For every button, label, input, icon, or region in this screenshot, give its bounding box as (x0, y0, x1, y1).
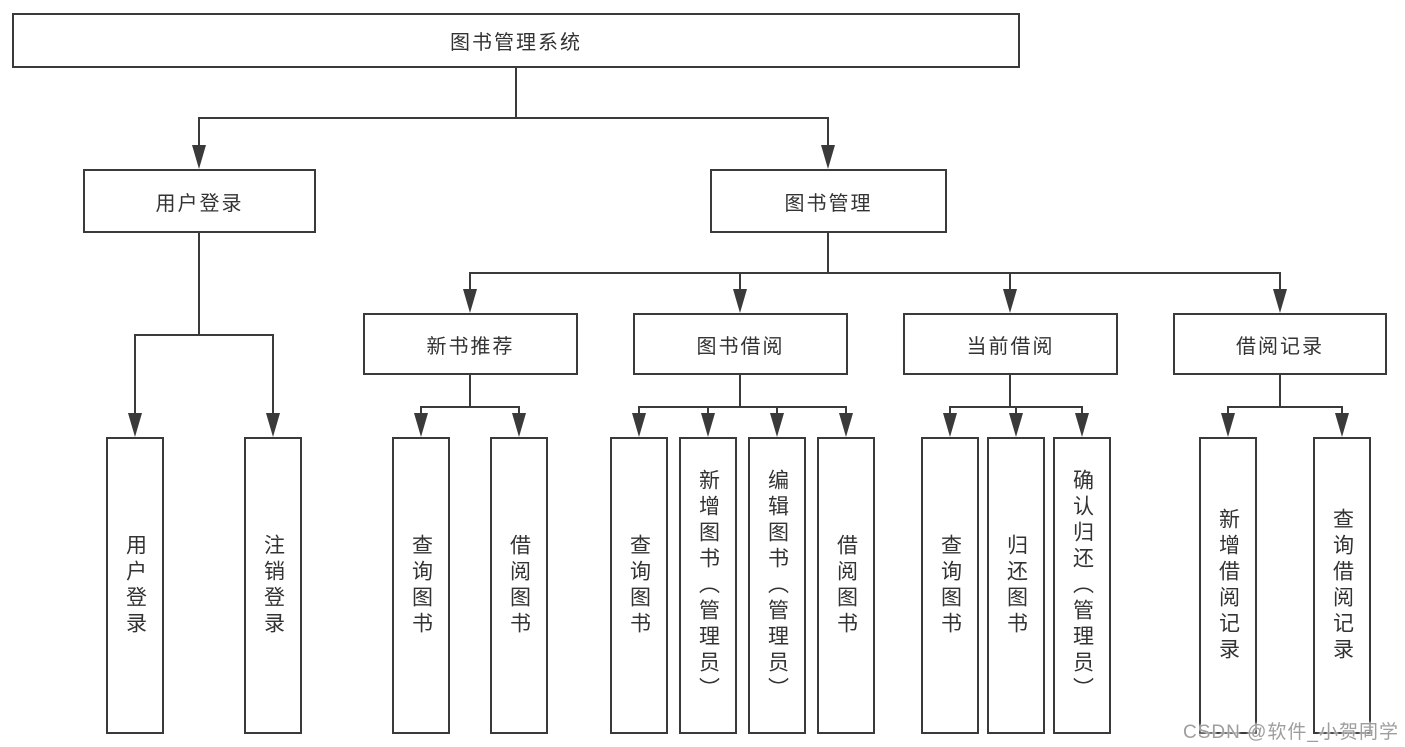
connector-line (638, 406, 847, 408)
connector-line (134, 334, 136, 414)
node-label: 用户登录 (123, 533, 147, 638)
node-user-login: 用户登录 (83, 169, 316, 233)
node-label: 新增借阅记录 (1216, 507, 1240, 664)
connector-line (515, 68, 517, 118)
node-label: 确认归还（管理员） (1070, 468, 1094, 703)
connector-line (1015, 406, 1017, 416)
connector-line (1081, 406, 1083, 416)
connector-line (949, 406, 951, 416)
connector-line (469, 375, 471, 408)
node-label: 归还图书 (1004, 533, 1028, 638)
node-label: 查询借阅记录 (1330, 507, 1354, 664)
node-book-borrowing: 图书借阅 (633, 313, 848, 375)
connector-line (198, 117, 200, 145)
node-leaf-add-books-admin: 新增图书（管理员） (679, 437, 737, 734)
connector-line (469, 272, 1281, 274)
node-label: 查询图书 (938, 533, 962, 638)
connector-line (1009, 272, 1011, 290)
connector-line (827, 233, 829, 274)
arrowhead-icon (463, 289, 477, 313)
node-book-management: 图书管理 (710, 169, 947, 233)
node-label: 编辑图书（管理员） (765, 468, 789, 703)
node-leaf-return-books: 归还图书 (987, 437, 1045, 734)
connector-line (1341, 406, 1343, 416)
node-leaf-borrow-books: 借阅图书 (817, 437, 875, 734)
arrowhead-icon (839, 413, 853, 437)
connector-line (198, 233, 200, 336)
csdn-watermark: CSDN @软件_小贺同学 (1183, 722, 1399, 743)
node-leaf-add-borrow-record: 新增借阅记录 (1199, 437, 1257, 734)
arrowhead-icon (1003, 289, 1017, 313)
node-borrowing-records: 借阅记录 (1173, 313, 1387, 375)
connector-line (272, 334, 274, 414)
connector-line (1279, 375, 1281, 408)
arrowhead-icon (943, 413, 957, 437)
node-label: 新增图书（管理员） (696, 468, 720, 703)
node-label: 查询图书 (627, 533, 651, 638)
node-label: 图书管理 (784, 192, 873, 215)
node-leaf-query-books: 查询图书 (921, 437, 979, 734)
arrowhead-icon (821, 145, 835, 169)
arrowhead-icon (701, 413, 715, 437)
node-new-book-recommend: 新书推荐 (363, 313, 578, 375)
connector-line (134, 334, 274, 336)
arrowhead-icon (632, 413, 646, 437)
connector-line (1227, 406, 1229, 416)
node-leaf-confirm-return-admin: 确认归还（管理员） (1053, 437, 1111, 734)
connector-line (198, 117, 829, 119)
node-label: 借阅图书 (507, 533, 531, 638)
connector-line (1227, 406, 1343, 408)
node-label: 查询图书 (409, 533, 433, 638)
arrowhead-icon (414, 413, 428, 437)
node-leaf-user-login: 用户登录 (106, 437, 164, 734)
node-leaf-query-books: 查询图书 (392, 437, 450, 734)
node-label: 借阅记录 (1236, 335, 1324, 358)
arrowhead-icon (1009, 413, 1023, 437)
node-label: 借阅图书 (834, 533, 858, 638)
node-label: 当前借阅 (966, 335, 1055, 358)
node-leaf-query-books: 查询图书 (610, 437, 668, 734)
node-label: 注销登录 (261, 533, 285, 638)
node-leaf-query-borrow-record: 查询借阅记录 (1313, 437, 1371, 734)
connector-line (420, 406, 422, 416)
arrowhead-icon (192, 145, 206, 169)
node-label: 新书推荐 (426, 335, 515, 358)
node-leaf-edit-books-admin: 编辑图书（管理员） (748, 437, 806, 734)
node-leaf-borrow-books: 借阅图书 (490, 437, 548, 734)
connector-line (1279, 272, 1281, 290)
connector-line (707, 406, 709, 416)
arrowhead-icon (770, 413, 784, 437)
arrowhead-icon (1273, 289, 1287, 313)
connector-line (1009, 375, 1011, 408)
node-label: 图书管理系统 (450, 32, 582, 54)
connector-line (739, 272, 741, 290)
node-label: 图书借阅 (696, 335, 785, 358)
node-label: 用户登录 (155, 192, 244, 215)
arrowhead-icon (128, 413, 142, 437)
arrowhead-icon (1075, 413, 1089, 437)
node-leaf-logout: 注销登录 (244, 437, 302, 734)
arrowhead-icon (266, 413, 280, 437)
connector-line (827, 117, 829, 145)
connector-line (845, 406, 847, 416)
connector-line (638, 406, 640, 416)
connector-line (518, 406, 520, 416)
arrowhead-icon (512, 413, 526, 437)
node-library-management-system: 图书管理系统 (12, 13, 1020, 68)
connector-line (739, 375, 741, 408)
arrowhead-icon (1335, 413, 1349, 437)
connector-line (776, 406, 778, 416)
arrowhead-icon (1221, 413, 1235, 437)
arrowhead-icon (733, 289, 747, 313)
node-current-borrowing: 当前借阅 (903, 313, 1118, 375)
connector-line (469, 272, 471, 290)
connector-line (420, 406, 520, 408)
